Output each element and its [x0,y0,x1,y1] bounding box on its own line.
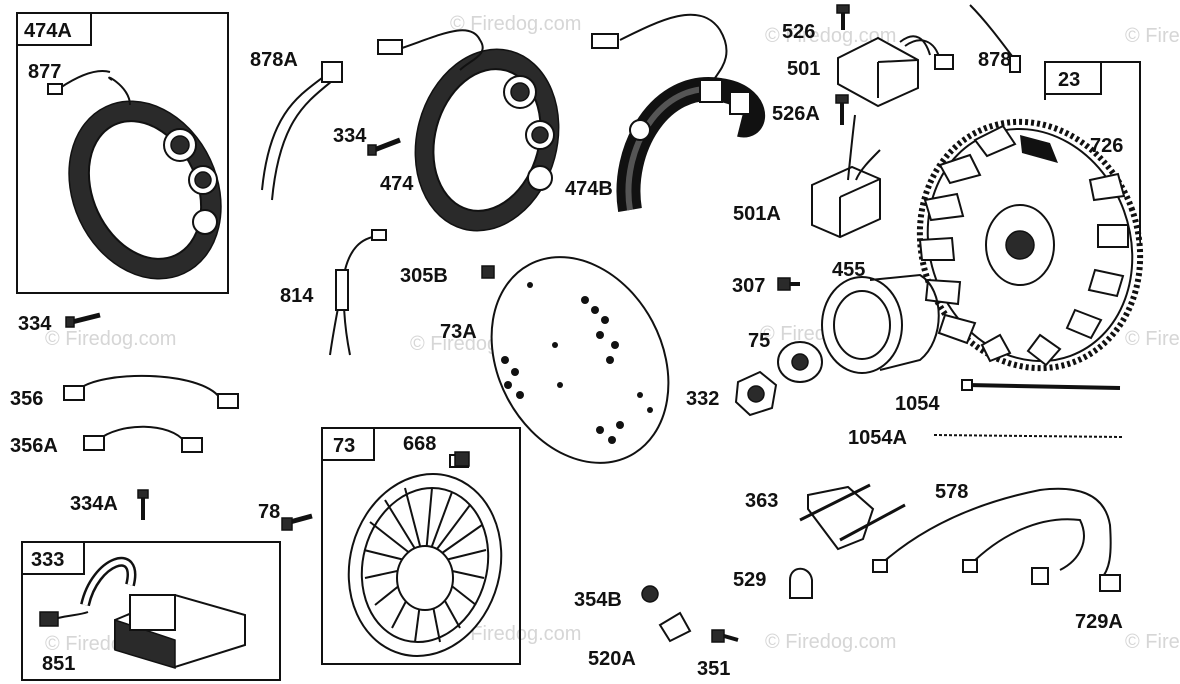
stator-474B-drawing [591,13,766,212]
part-label-814[interactable]: 814 [280,285,314,307]
part-label-356A[interactable]: 356A [10,435,58,457]
box-333[interactable]: 333 [21,541,281,681]
watermark: © Firedog.com [765,631,896,653]
regulator-501A-drawing [811,114,881,239]
cable-ties-drawing [933,379,1123,438]
part-label-1054[interactable]: 1054 [895,393,940,415]
box-label-23: 23 [1058,69,1080,91]
part-label-526[interactable]: 526 [782,21,815,43]
part-label-332[interactable]: 332 [686,388,719,410]
part-label-729A[interactable]: 729A [1075,611,1123,633]
part-label-726[interactable]: 726 [1090,135,1123,157]
clip-529-drawing [789,567,813,599]
watermark: © Firedog.com [450,623,581,645]
part-label-578[interactable]: 578 [935,481,968,503]
stator-474A-drawing [47,70,222,280]
screw-526-drawing [836,4,850,30]
part-label-474B[interactable]: 474B [565,178,613,200]
washer-nut-drawing [734,341,823,417]
blower-screen-drawing [347,454,503,657]
flywheel-drawing [916,118,1144,372]
part-label-877[interactable]: 877 [28,61,61,83]
screw-526A-drawing [835,94,849,125]
watermark: © Firedog.com [1125,25,1180,47]
watermark: © Firedog.com [1125,328,1180,350]
watermark: © Firedog.com [1125,631,1180,653]
part-label-363[interactable]: 363 [745,490,778,512]
part-labels: 877 878A 334 474 474B 526 501 878 526A 7… [10,21,1123,680]
part-label-878A[interactable]: 878A [250,49,298,71]
part-label-526A[interactable]: 526A [772,103,820,125]
watermark: © Firedog.com [450,13,581,35]
part-label-668[interactable]: 668 [403,433,436,455]
box-label-474A: 474A [24,20,72,42]
part-label-529[interactable]: 529 [733,569,766,591]
harness-578-drawing [872,487,1121,592]
part-label-334[interactable]: 334 [18,313,52,335]
screw-334-left-drawing [65,312,101,328]
armature-drawing [39,556,246,670]
screw-78-drawing [281,513,313,531]
fasteners-drawing [65,4,1021,643]
wires-878A-drawing [261,61,343,201]
part-label-334[interactable]: 334 [333,125,367,147]
part-label-78[interactable]: 78 [258,501,280,523]
part-label-351[interactable]: 351 [697,658,730,680]
box-73[interactable]: 73 [321,427,521,665]
screw-307-drawing [777,277,800,291]
part-label-501[interactable]: 501 [787,58,820,80]
box-474A[interactable]: 474A [16,12,229,294]
clip-520A-drawing [658,611,692,643]
part-label-354B[interactable]: 354B [574,589,622,611]
watermark: © Firedog.com [765,25,896,47]
cables-356-drawing [63,374,239,453]
box-23[interactable]: 23 [1044,61,1141,245]
part-label-501A[interactable]: 501A [733,203,781,225]
screw-668-drawing [454,451,470,467]
screw-334-top-drawing [367,137,401,156]
part-label-455[interactable]: 455 [832,259,865,281]
part-label-334A[interactable]: 334A [70,493,118,515]
wire-814-drawing [329,229,387,356]
part-label-73A[interactable]: 73A [440,321,477,343]
backplate-73A-drawing [490,256,670,464]
box-label-73: 73 [333,435,355,457]
box-label-333: 333 [31,549,64,571]
part-label-307[interactable]: 307 [732,275,765,297]
part-label-851[interactable]: 851 [42,653,75,675]
part-label-75[interactable]: 75 [748,330,770,352]
part-label-356[interactable]: 356 [10,388,43,410]
part-label-305B[interactable]: 305B [400,265,448,287]
wire-878-drawing [969,4,1021,73]
screw-334A-drawing [137,489,149,520]
watermark: © Firedog.com [45,328,176,350]
part-label-878[interactable]: 878 [978,49,1011,71]
part-label-474[interactable]: 474 [380,173,414,195]
part-label-1054A[interactable]: 1054A [848,427,907,449]
part-label-520A[interactable]: 520A [588,648,636,670]
bracket-363-drawing [799,483,906,551]
stator-474-drawing [377,29,560,232]
screw-351-drawing [711,629,739,643]
screw-305B-drawing [481,265,495,279]
rectifier-501-drawing [837,35,954,108]
nut-354B-drawing [641,585,659,603]
cup-455-drawing [821,273,940,374]
